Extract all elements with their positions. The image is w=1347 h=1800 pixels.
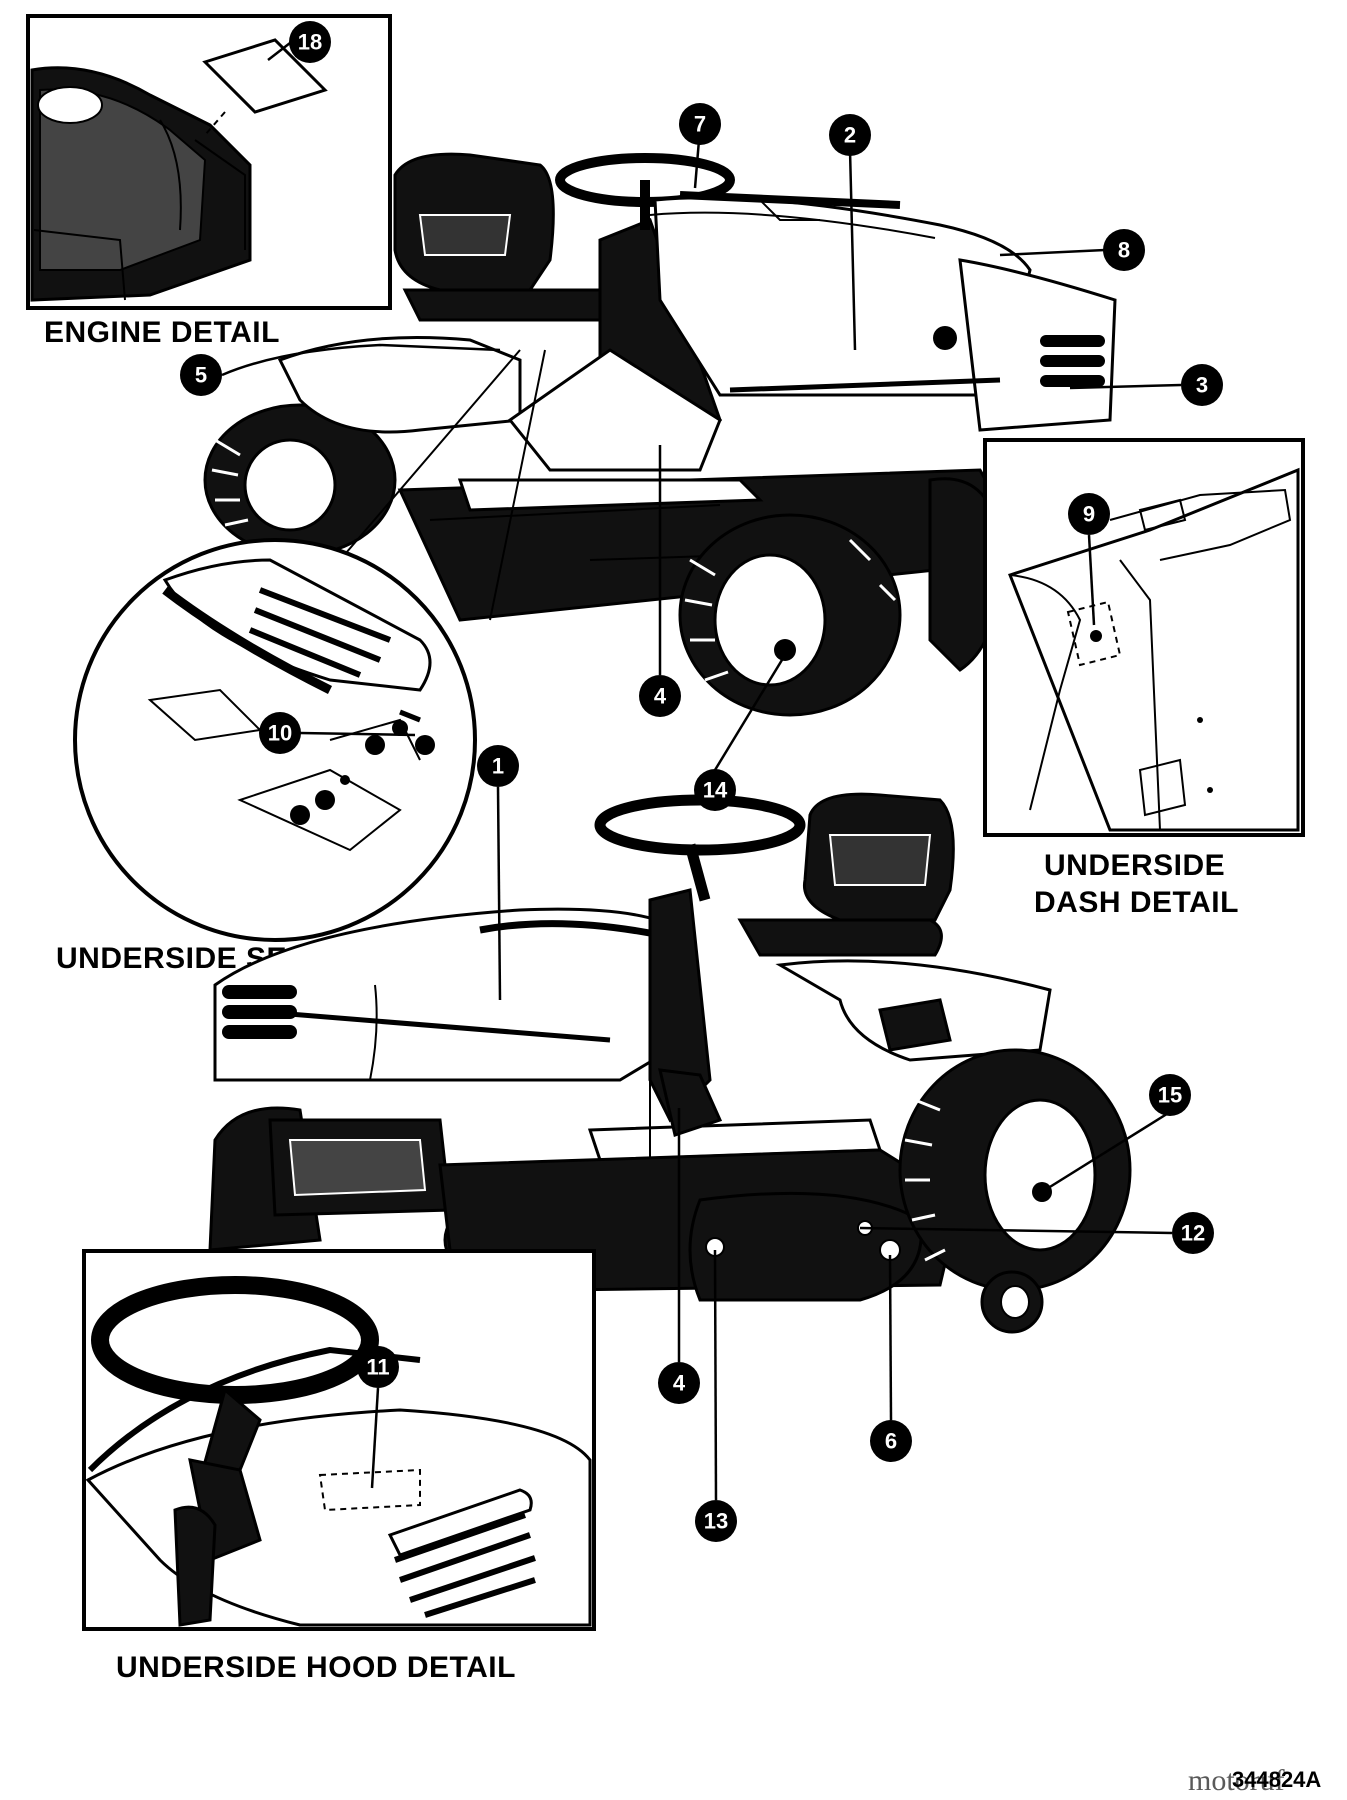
- drawing-code: 344824A: [1232, 1767, 1321, 1792]
- svg-text:5: 5: [195, 363, 207, 388]
- svg-text:4: 4: [654, 684, 667, 709]
- callout-15: 15: [1149, 1074, 1191, 1116]
- engine-detail-caption: ENGINE DETAIL: [44, 316, 280, 349]
- callout-6: 6: [870, 1420, 912, 1462]
- engine-detail-inset: [26, 14, 392, 310]
- callout-10: 10: [259, 712, 301, 754]
- callout-2: 2: [829, 114, 871, 156]
- svg-text:7: 7: [694, 112, 706, 137]
- svg-text:6: 6: [885, 1429, 897, 1454]
- underside-dash-caption-line2: DASH DETAIL: [1034, 886, 1239, 919]
- underside-dash-caption-line1: UNDERSIDE: [1044, 849, 1225, 882]
- svg-text:8: 8: [1118, 238, 1130, 263]
- callout-11: 11: [357, 1346, 399, 1388]
- svg-text:4: 4: [673, 1371, 686, 1396]
- svg-text:12: 12: [1181, 1221, 1205, 1246]
- underside-hood-detail-inset: [82, 1249, 596, 1631]
- callout-8: 8: [1103, 229, 1145, 271]
- svg-text:11: 11: [366, 1355, 389, 1380]
- callout-14: 14: [694, 769, 736, 811]
- svg-text:10: 10: [268, 721, 292, 746]
- tractor-front-view: [203, 152, 1117, 717]
- svg-text:2: 2: [844, 123, 856, 148]
- svg-text:9: 9: [1083, 502, 1095, 527]
- svg-text:15: 15: [1158, 1083, 1182, 1108]
- callout-7: 7: [679, 103, 721, 145]
- callout-18: 18: [289, 21, 331, 63]
- svg-text:18: 18: [298, 30, 322, 55]
- svg-text:1: 1: [492, 754, 504, 779]
- underside-hood-caption: UNDERSIDE HOOD DETAIL: [116, 1651, 516, 1684]
- callout-4-upper: 4: [639, 675, 681, 717]
- watermark-text: motoruf: [1188, 1764, 1285, 1797]
- underside-dash-detail-inset: [983, 438, 1305, 837]
- callout-9: 9: [1068, 493, 1110, 535]
- callout-12: 12: [1172, 1212, 1214, 1254]
- svg-text:3: 3: [1196, 373, 1208, 398]
- tractor-rear-view: [208, 792, 1132, 1334]
- svg-text:13: 13: [704, 1509, 728, 1534]
- callout-3: 3: [1181, 364, 1223, 406]
- callout-5: 5: [180, 354, 222, 396]
- callout-4-lower: 4: [658, 1362, 700, 1404]
- callout-13: 13: [695, 1500, 737, 1542]
- callout-1: 1: [477, 745, 519, 787]
- svg-text:14: 14: [703, 778, 728, 803]
